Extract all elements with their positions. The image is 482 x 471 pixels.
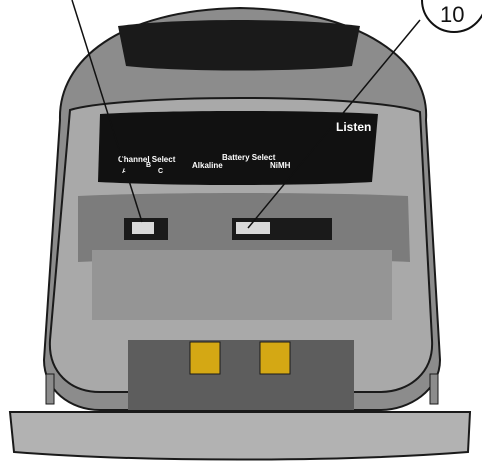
battery-contact-right — [259, 341, 291, 375]
top-grip-slot — [118, 20, 360, 71]
door-hinge-right — [429, 373, 439, 405]
battery-option-nimh: NiMH — [270, 161, 291, 170]
callout-10-circle — [421, 0, 482, 33]
lower-recess — [92, 250, 392, 320]
channel-select-heading: Channel Select — [118, 155, 176, 164]
callout-leader-channel — [71, 0, 143, 223]
battery-cavity — [128, 340, 354, 410]
battery-door[interactable] — [8, 411, 472, 461]
battery-select-heading: Battery Select — [222, 153, 276, 162]
label-panel — [98, 111, 378, 185]
brand-logo-text: Listen — [336, 120, 371, 134]
channel-select-switch[interactable] — [124, 218, 168, 240]
door-hinge-left — [45, 373, 55, 405]
battery-contact-left — [189, 341, 221, 375]
callout-10-number: 10 — [440, 2, 464, 27]
channel-position-c: C — [158, 168, 163, 175]
battery-option-alkaline: Alkaline — [192, 161, 223, 170]
channel-position-a: A — [122, 168, 127, 175]
callout-leader-battery — [247, 19, 421, 229]
channel-position-b: B — [146, 162, 151, 169]
battery-select-switch[interactable] — [232, 218, 332, 240]
